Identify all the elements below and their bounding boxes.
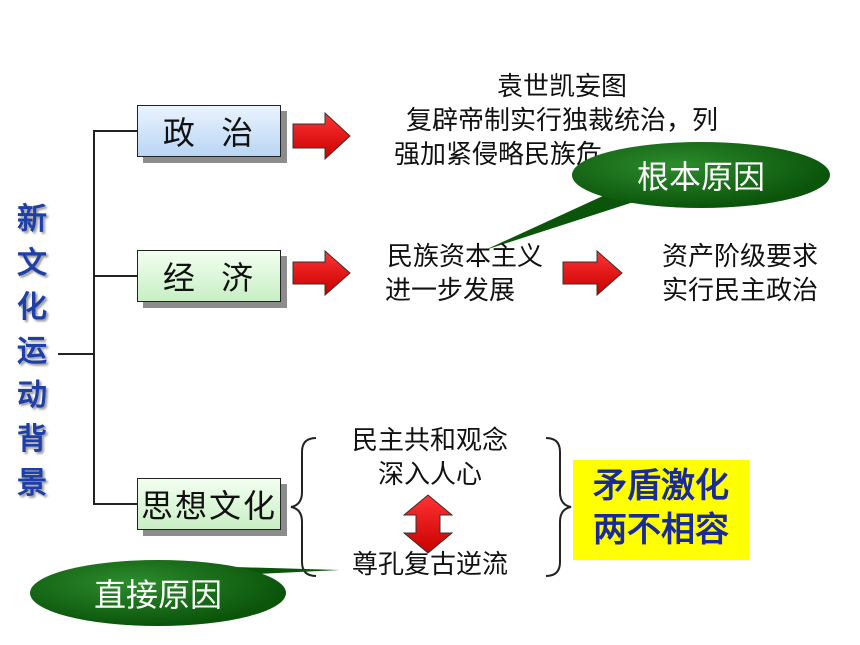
arrow-right-icon	[562, 249, 623, 297]
callout-fundamental: 根本原因	[572, 142, 830, 208]
culture-top-line: 民主共和观念	[351, 426, 508, 456]
callout-direct-label: 直接原因	[93, 576, 222, 614]
connector-trunk	[93, 130, 95, 504]
economy-cause-line: 民族资本主义	[386, 242, 543, 272]
left-brace-icon	[290, 437, 317, 577]
politics-label: 政 治	[162, 114, 256, 152]
culture-top: 民主共和观念 深入人心	[325, 424, 535, 492]
economy-box: 经 济	[137, 250, 281, 302]
connector-root	[58, 353, 94, 355]
culture-bottom: 尊孔复古逆流	[351, 550, 508, 580]
conclusion-line: 矛盾激化	[593, 466, 729, 506]
title-char: 文	[17, 246, 47, 281]
economy-result-line: 实行民主政治	[661, 276, 818, 306]
politics-line: 袁世凯妄图	[496, 72, 627, 102]
politics-line: 强加紧侵略民族危	[394, 140, 603, 170]
title-char: 景	[17, 466, 47, 501]
title-char: 新	[17, 202, 47, 237]
arrow-right-icon	[292, 111, 351, 161]
economy-cause-line: 进一步发展	[385, 276, 516, 306]
economy-cause: 民族资本主义 进一步发展	[365, 240, 565, 308]
callout-direct: 直接原因	[30, 560, 286, 626]
connector-politics	[93, 130, 137, 132]
economy-result: 资产阶级要求 实行民主政治	[640, 240, 840, 308]
callout-tail	[485, 195, 640, 250]
title-char: 化	[17, 290, 47, 325]
vertical-title: 新 文 化 运 动 背 景	[10, 198, 54, 506]
economy-label: 经 济	[162, 259, 256, 297]
title-char: 动	[17, 378, 47, 413]
connector-culture	[93, 503, 137, 505]
conclusion-line: 两不相容	[593, 510, 729, 550]
culture-top-line: 深入人心	[377, 460, 482, 490]
double-arrow-icon	[402, 494, 454, 554]
politics-box: 政 治	[137, 105, 281, 157]
right-brace-icon	[545, 437, 572, 577]
callout-fundamental-label: 根本原因	[636, 158, 765, 196]
arrow-right-icon	[292, 249, 351, 297]
culture-label: 思想文化	[140, 487, 277, 525]
title-char: 运	[17, 334, 47, 369]
politics-text: 袁世凯妄图 复辟帝制实行独裁统治，列 强加紧侵略民族危	[372, 70, 752, 172]
culture-box: 思想文化	[137, 478, 281, 530]
connector-economy	[93, 275, 137, 277]
conclusion-box: 矛盾激化 两不相容	[573, 460, 749, 560]
politics-line: 复辟帝制实行独裁统治，列	[405, 106, 718, 136]
title-char: 背	[17, 422, 47, 457]
economy-result-line: 资产阶级要求	[661, 242, 818, 272]
